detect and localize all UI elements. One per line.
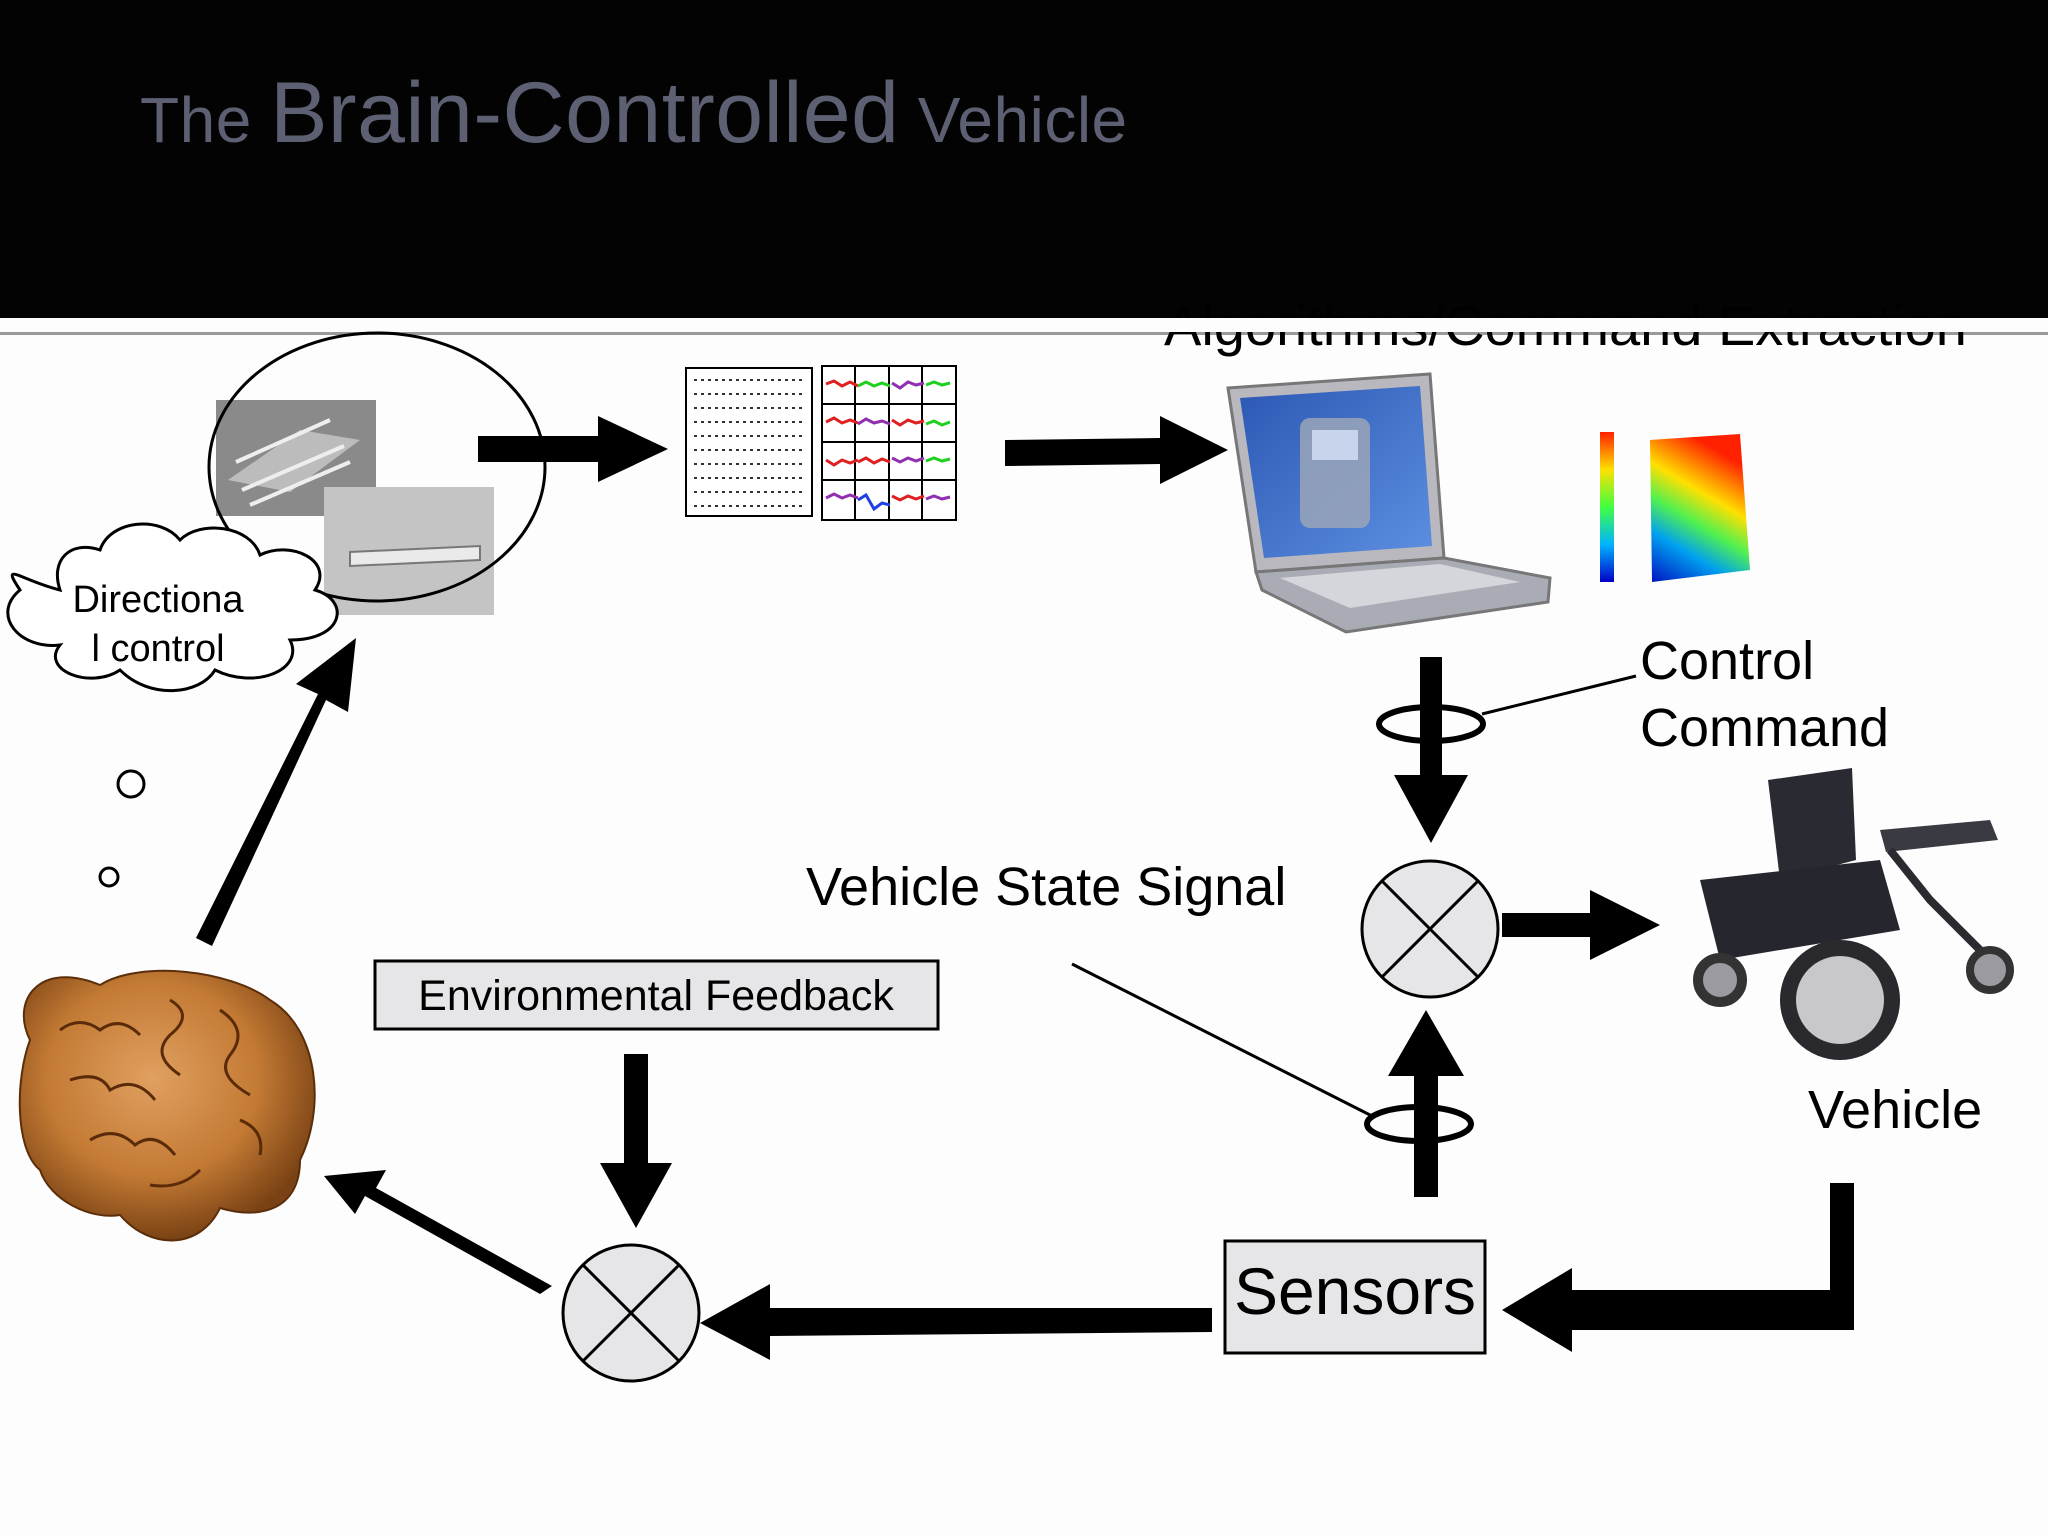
vehicle-state-signal-label: Vehicle State Signal bbox=[806, 857, 1286, 917]
colorbar bbox=[1600, 432, 1614, 582]
arrow-sensors-to-feedback bbox=[700, 1284, 1212, 1360]
header-divider bbox=[0, 332, 2048, 335]
control-command-label-1: Control bbox=[1640, 631, 1814, 691]
title-suffix: Vehicle bbox=[917, 84, 1128, 156]
mixer-top bbox=[1360, 859, 1500, 999]
mixer-bottom bbox=[561, 1243, 701, 1383]
tuning-heatmap bbox=[1600, 432, 1750, 582]
arrow-env-down bbox=[600, 1054, 672, 1228]
title-prefix: The bbox=[140, 84, 252, 156]
vehicle-state-tag bbox=[1364, 1104, 1474, 1144]
thought-line-2: l control bbox=[91, 628, 224, 670]
control-command-tag bbox=[1376, 704, 1486, 744]
control-command-leader bbox=[1481, 674, 1637, 716]
thought-dot-small bbox=[98, 866, 120, 888]
heading-crop-mask bbox=[0, 318, 2048, 332]
environmental-feedback-box: Environmental Feedback bbox=[373, 959, 940, 1031]
slide-header: The Brain-Controlled Vehicle bbox=[0, 0, 2048, 318]
arrow-implant-to-signals bbox=[478, 416, 668, 482]
vehicle-label: Vehicle bbox=[1808, 1080, 1982, 1140]
electrode-array-images bbox=[207, 331, 547, 615]
implant-ellipse bbox=[207, 331, 547, 603]
wheelchair-image bbox=[1693, 768, 2014, 1060]
wheel-front bbox=[1693, 953, 1747, 1007]
thought-bubble: Directiona l control bbox=[6, 522, 339, 888]
vehicle-state-leader bbox=[1071, 962, 1373, 1118]
arrows bbox=[196, 416, 1854, 1360]
arrow-to-vehicle bbox=[1502, 890, 1660, 960]
control-command-label-2: Command bbox=[1640, 698, 1889, 758]
environmental-feedback-label: Environmental Feedback bbox=[418, 972, 894, 1020]
slide-title: The Brain-Controlled Vehicle bbox=[140, 64, 1128, 163]
title-main: Brain-Controlled bbox=[270, 65, 900, 161]
neural-signal-panels bbox=[685, 365, 957, 521]
thought-line-1: Directiona bbox=[72, 579, 244, 621]
sensors-label: Sensors bbox=[1234, 1254, 1476, 1328]
brain-image bbox=[18, 969, 316, 1242]
arrow-command-down bbox=[1394, 657, 1468, 843]
signal-tags bbox=[1071, 674, 1637, 1144]
spike-raster-panel bbox=[685, 367, 813, 517]
arrow-sensors-up bbox=[1388, 1010, 1464, 1197]
laptop-image bbox=[1226, 372, 1552, 634]
arrow-signals-to-laptop bbox=[1005, 416, 1228, 484]
arrow-feedback-to-brain bbox=[324, 1170, 552, 1294]
arrow-brain-to-implant bbox=[196, 638, 356, 946]
arrow-vehicle-to-sensors bbox=[1502, 1183, 1854, 1352]
sensors-box: Sensors bbox=[1223, 1239, 1487, 1355]
hex-heatmap bbox=[1650, 434, 1750, 582]
thought-dot-large bbox=[116, 769, 146, 799]
wheel-rear bbox=[1780, 940, 1900, 1060]
